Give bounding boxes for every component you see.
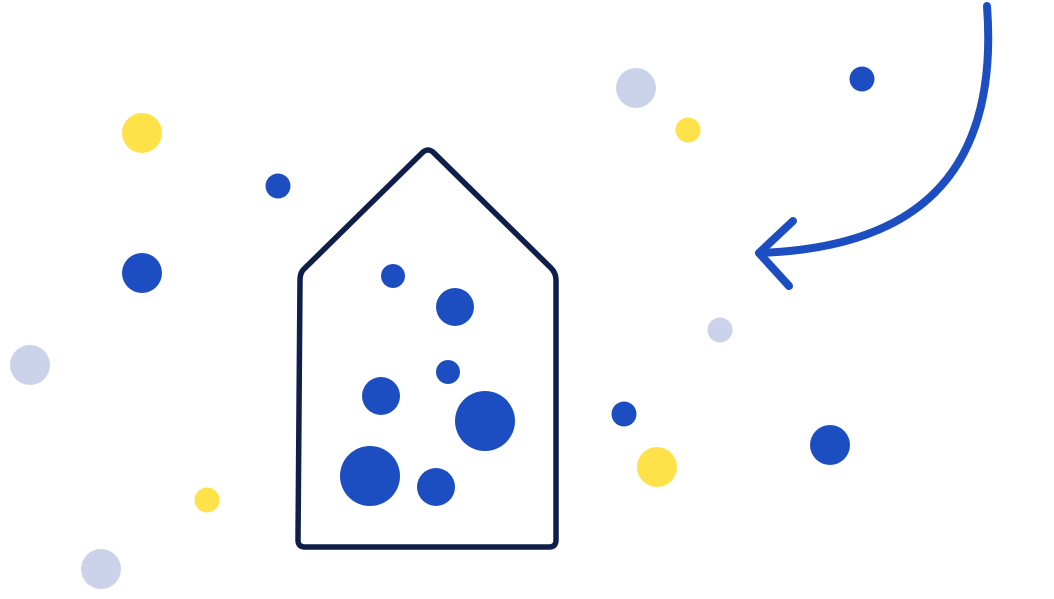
blue-dot-icon [122,253,162,293]
yellow-dot-icon [675,117,701,143]
blue-dot-icon [265,173,291,199]
outer-dots-group [10,66,875,589]
curved-arrow-icon [755,2,993,290]
arrow-head [755,217,797,290]
blue-dot-icon [849,66,875,92]
blue-dot-icon [340,446,400,506]
lavender-dot-icon [616,68,656,108]
blue-dot-icon [381,264,405,288]
blue-dot-icon [455,391,515,451]
lavender-dot-icon [707,317,733,343]
house-dots-group [340,264,515,506]
blue-dot-icon [436,288,474,326]
yellow-dot-icon [194,487,220,513]
blue-dot-icon [611,401,637,427]
lavender-dot-icon [81,549,121,589]
arrow-curve [755,2,993,257]
yellow-dot-icon [637,447,677,487]
house-outline-icon [295,147,559,550]
lavender-dot-icon [10,345,50,385]
blue-dot-icon [436,360,460,384]
blue-dot-icon [362,377,400,415]
blue-dot-icon [417,468,455,506]
blue-dot-icon [810,425,850,465]
yellow-dot-icon [122,113,162,153]
